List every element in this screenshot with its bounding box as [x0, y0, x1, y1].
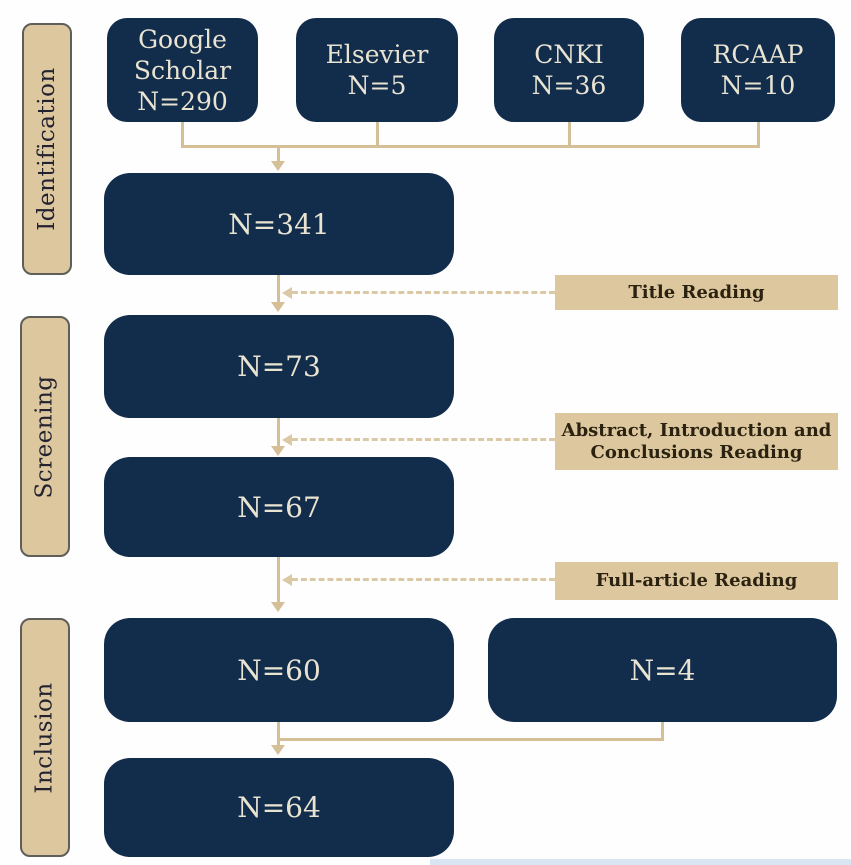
source-google-line1: Google — [138, 24, 227, 54]
dashed-line-title-reading — [292, 291, 555, 294]
node-final-included: N=64 — [104, 758, 454, 857]
source-elsevier-name: Elsevier — [325, 40, 429, 69]
filter-label-full-article-reading: Full-article Reading — [555, 562, 838, 600]
filter-label-title-reading: Title Reading — [555, 275, 838, 310]
source-google-count: N=290 — [137, 86, 228, 116]
source-box-google-scholar: Google Scholar N=290 — [107, 18, 258, 122]
arrowhead-left-icon — [282, 287, 292, 299]
connector-n73-to-n67 — [277, 418, 280, 447]
filter-abstract-line2: Conclusions Reading — [590, 441, 803, 463]
connector-stub-cnki — [568, 122, 571, 148]
source-rcaap-name: RCAAP — [712, 40, 804, 69]
node-after-abstract-reading: N=67 — [104, 457, 454, 557]
dashed-line-full-article-reading — [292, 578, 555, 581]
connector-down-to-total — [277, 145, 280, 162]
connector-stub-n4 — [661, 722, 664, 741]
final-included-count: N=64 — [237, 791, 321, 824]
source-elsevier-count: N=5 — [347, 71, 407, 100]
filter-full-article-text: Full-article Reading — [595, 570, 798, 591]
filter-title-reading-text: Title Reading — [628, 281, 765, 303]
source-box-rcaap: RCAAP N=10 — [681, 18, 835, 122]
arrowhead-down-icon — [271, 161, 285, 171]
after-full-reading-count: N=60 — [237, 653, 321, 687]
node-after-title-reading: N=73 — [104, 315, 454, 418]
arrowhead-down-icon — [271, 446, 285, 456]
node-additional-records: N=4 — [488, 618, 837, 722]
bottom-edge-strip — [430, 859, 851, 865]
connector-merge-horizontal — [277, 738, 664, 741]
source-cnki-name: CNKI — [534, 40, 604, 69]
arrowhead-left-icon — [282, 574, 292, 586]
filter-label-abstract-reading: Abstract, Introduction and Conclusions R… — [555, 413, 838, 470]
source-cnki-count: N=36 — [531, 71, 607, 100]
dashed-line-abstract-reading — [292, 438, 555, 441]
source-box-elsevier: Elsevier N=5 — [296, 18, 458, 122]
source-rcaap-count: N=10 — [720, 71, 796, 100]
connector-n60-to-n64 — [277, 722, 280, 746]
filter-abstract-line1: Abstract, Introduction and — [561, 419, 832, 441]
combined-total-count: N=341 — [228, 207, 330, 241]
arrowhead-down-icon — [271, 602, 285, 612]
arrowhead-down-icon — [271, 745, 285, 755]
arrowhead-left-icon — [282, 434, 292, 446]
arrowhead-down-icon — [271, 302, 285, 312]
stage-label-identification: Identification — [34, 67, 60, 231]
stage-tab-screening: Screening — [20, 316, 70, 557]
after-title-reading-count: N=73 — [237, 350, 321, 383]
connector-stub-google — [181, 122, 184, 148]
stage-tab-inclusion: Inclusion — [20, 618, 70, 857]
node-combined-total: N=341 — [104, 173, 454, 275]
after-abstract-reading-count: N=67 — [237, 490, 321, 524]
stage-label-inclusion: Inclusion — [32, 681, 58, 794]
connector-bus-horizontal — [181, 145, 760, 148]
stage-label-screening: Screening — [32, 374, 58, 499]
connector-n67-to-n60 — [277, 557, 280, 603]
stage-tab-identification: Identification — [22, 23, 72, 275]
connector-total-to-n73 — [277, 275, 280, 303]
source-box-cnki: CNKI N=36 — [494, 18, 644, 122]
connector-stub-elsevier — [376, 122, 379, 148]
node-after-full-reading: N=60 — [104, 618, 454, 722]
source-google-line2: Scholar — [133, 55, 232, 85]
additional-records-count: N=4 — [629, 653, 696, 687]
connector-stub-rcaap — [757, 122, 760, 148]
